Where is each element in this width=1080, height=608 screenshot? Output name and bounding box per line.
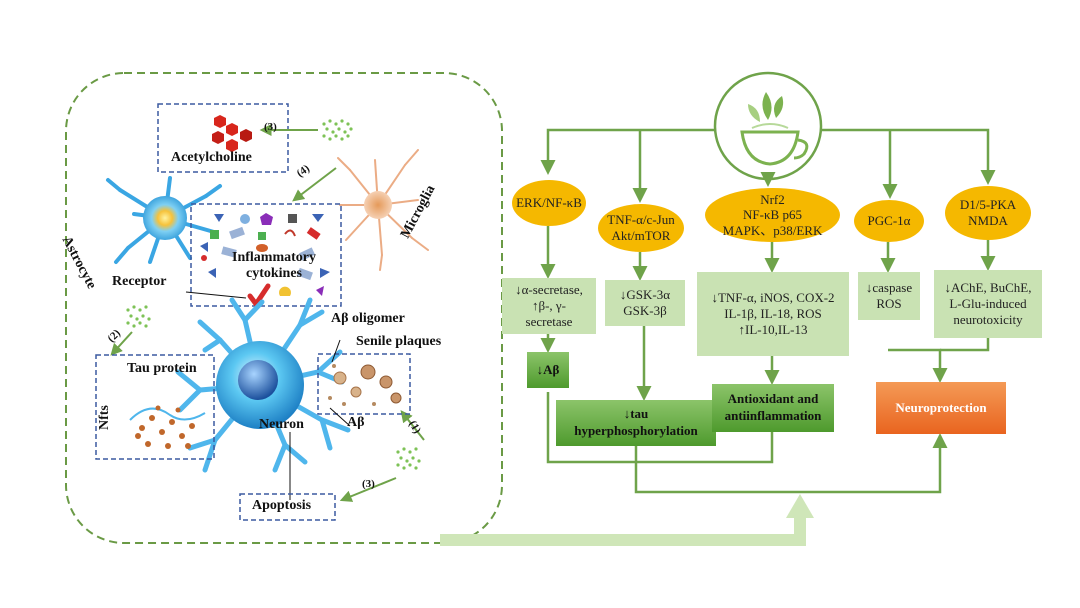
- effect-caspase: ↓caspase ROS: [858, 272, 920, 320]
- apoptosis-label: Apoptosis: [252, 498, 312, 513]
- acetylcholine-label: Acetylcholine: [171, 150, 252, 165]
- pathway-tnf-akt: TNF-α/c-Jun Akt/mTOR: [598, 204, 684, 252]
- abeta-label: Aβ: [347, 415, 365, 430]
- acetylcholine-hexagon-icon: [212, 115, 252, 152]
- tea-polyphenol-dots-icon: [126, 305, 151, 328]
- step-3-top-label: (3): [264, 121, 277, 133]
- pathway-nrf2: Nrf2 NF-κB p65 MAPK、p38/ERK: [705, 188, 840, 242]
- effect-ache: ↓AChE, BuChE, L-Glu-induced neurotoxicit…: [934, 270, 1042, 338]
- pathway-pgc1a: PGC-1α: [854, 200, 924, 242]
- cytokines-box: [190, 203, 342, 307]
- amyloid-plaques: [328, 364, 402, 406]
- effect-secretase: ↓α-secretase, ↑β-, γ- secretase: [502, 278, 596, 334]
- cytokine-particles: [200, 213, 330, 296]
- outcome-antioxidant: Antioxidant and antiinflammation: [712, 384, 834, 432]
- pathway-erk-nfkb: ERK/NF-κB: [512, 180, 586, 226]
- receptor-icon: [247, 283, 271, 309]
- outcome-abeta-down: ↓Aβ: [527, 352, 569, 388]
- tea-polyphenol-dots-icon: [322, 119, 353, 141]
- tea-polyphenol-dots-icon: [396, 447, 421, 470]
- effect-cytokines: ↓TNF-α, iNOS, COX-2 IL-1β, IL-18, ROS ↑I…: [697, 272, 849, 356]
- effect-gsk3: ↓GSK-3α GSK-3β: [605, 280, 685, 326]
- outcome-neuroprotection[interactable]: Neuroprotection: [876, 382, 1006, 434]
- abeta-oligomer-label: Aβ oligomer: [331, 311, 405, 326]
- nft-tangles: [129, 405, 206, 449]
- neuron-label: Neuron: [259, 417, 304, 432]
- step-3-bottom-label: (3): [362, 478, 375, 490]
- receptor-label: Receptor: [112, 274, 167, 289]
- senile-plaques-label: Senile plaques: [356, 334, 442, 349]
- outcome-tau-down: ↓tau hyperphosphorylation: [556, 400, 716, 446]
- tea-cup-icon: [713, 71, 823, 181]
- acetylcholine-box: [157, 103, 289, 173]
- nfts-label: Nfts: [97, 405, 112, 430]
- inflammatory-cytokines-label: Inflammatory cytokines: [232, 250, 316, 282]
- big-connector-arrow: [440, 494, 814, 546]
- abeta-box: [317, 353, 411, 415]
- left-panel-border: [65, 72, 503, 544]
- pathway-d15-pka: D1/5-PKA NMDA: [945, 186, 1031, 240]
- apoptosis-box: [239, 493, 336, 521]
- tau-protein-label: Tau protein: [127, 361, 197, 376]
- tau-box: [95, 354, 215, 460]
